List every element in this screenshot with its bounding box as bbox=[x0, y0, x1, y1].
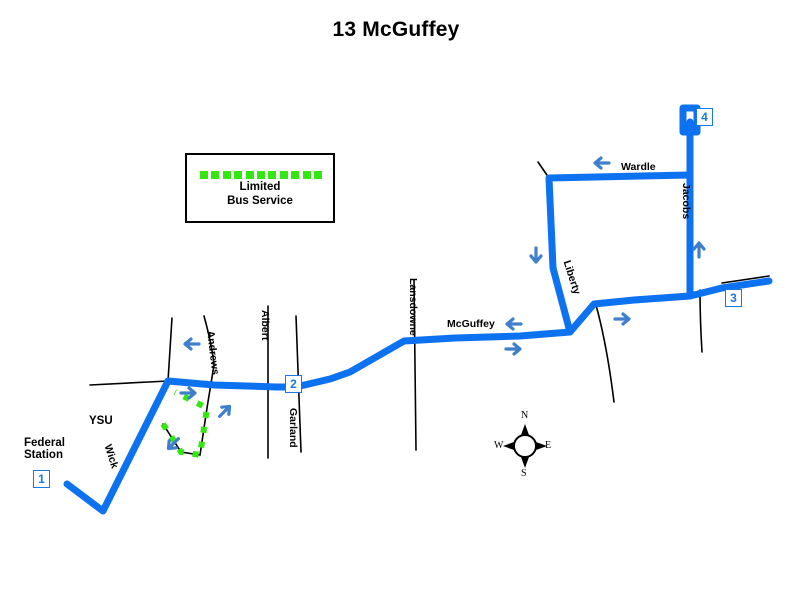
legend-line-1: Limited bbox=[239, 181, 281, 193]
label-street-wardle: Wardle bbox=[621, 161, 656, 173]
label-ysu: YSU bbox=[89, 415, 113, 427]
stop-marker-3[interactable]: 3 bbox=[725, 289, 742, 307]
legend-swatch-limited-service bbox=[200, 171, 322, 179]
label-federal-station: Federal Station bbox=[24, 437, 65, 461]
legend-line-2: Bus Service bbox=[227, 195, 293, 207]
compass-north-label: N bbox=[521, 410, 529, 421]
direction-arrows bbox=[166, 156, 706, 451]
label-street-mcguffey: McGuffey bbox=[447, 318, 495, 330]
bus-route-13-mcguffey bbox=[63, 104, 773, 515]
label-street-albert: Albert bbox=[259, 310, 271, 341]
legend-text: Limited Bus Service bbox=[185, 180, 335, 208]
federal-station-line1: Federal bbox=[24, 437, 65, 449]
stop-marker-2[interactable]: 2 bbox=[285, 375, 302, 393]
compass-rose bbox=[503, 424, 547, 468]
page-title: 13 McGuffey bbox=[332, 18, 460, 41]
legend-box bbox=[185, 153, 335, 223]
federal-station-line2: Station bbox=[24, 449, 63, 461]
stop-marker-1[interactable]: 1 bbox=[33, 470, 50, 488]
stop-marker-4[interactable]: 4 bbox=[696, 108, 713, 126]
label-street-garland: Garland bbox=[287, 408, 299, 448]
label-street-jacobs: Jacobs bbox=[680, 183, 692, 220]
compass-east-label: E bbox=[545, 440, 552, 451]
label-street-lansdowne: Lansdowne bbox=[407, 278, 419, 336]
compass-west-label: W bbox=[494, 440, 504, 451]
compass-south-label: S bbox=[521, 468, 527, 479]
